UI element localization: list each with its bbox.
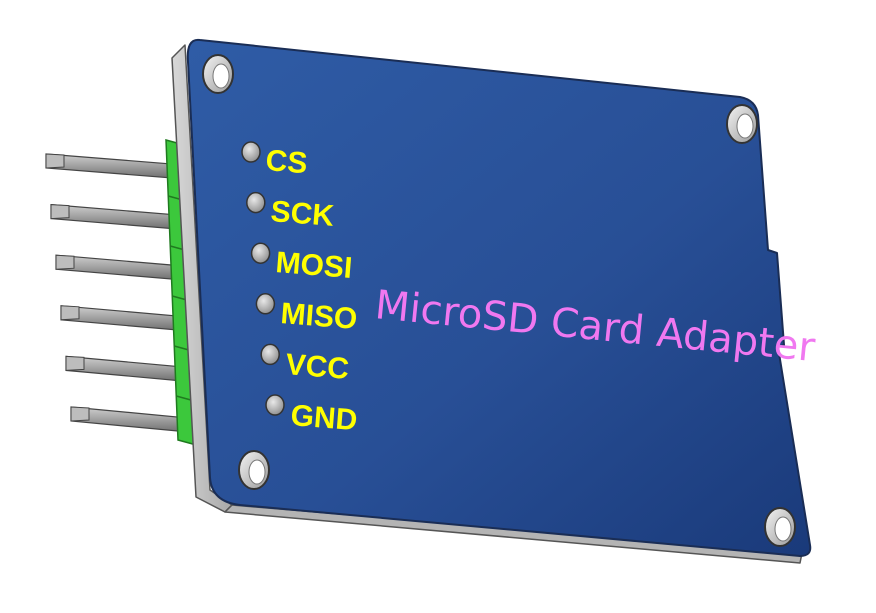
pin-pad bbox=[241, 141, 261, 163]
pcb-board bbox=[186, 38, 812, 557]
pin-pad bbox=[265, 394, 285, 416]
pin-pad bbox=[260, 343, 280, 366]
header-pin-tip bbox=[70, 406, 90, 422]
pin-labels: CS SCK MOSI MISO VCC GND bbox=[264, 144, 358, 437]
mounting-hole-top-left bbox=[202, 54, 234, 94]
header-pin-tip bbox=[65, 355, 85, 371]
pin-pad bbox=[250, 242, 271, 264]
mounting-hole-bottom-left bbox=[238, 450, 270, 490]
header-pin-tip bbox=[45, 153, 65, 169]
pin-pad bbox=[255, 293, 276, 315]
pin-label-cs: CS bbox=[264, 144, 308, 180]
mounting-hole-bottom-right bbox=[764, 507, 796, 547]
header-pin bbox=[45, 153, 173, 179]
header-pin bbox=[50, 203, 176, 230]
header-pin-tip bbox=[50, 204, 70, 220]
pin-pads bbox=[241, 141, 285, 416]
mounting-holes bbox=[202, 54, 796, 547]
pin-label-mosi: MOSI bbox=[274, 246, 353, 285]
mounting-hole-top-right bbox=[726, 104, 758, 144]
pin-label-sck: SCK bbox=[269, 195, 335, 233]
pin-pad bbox=[246, 191, 266, 214]
header-pin-tip bbox=[60, 305, 80, 321]
pin-label-gnd: GND bbox=[289, 399, 358, 437]
header-pin-tip bbox=[55, 254, 75, 270]
pin-label-vcc: VCC bbox=[284, 348, 350, 386]
header-pins bbox=[45, 153, 189, 433]
pin-label-miso: MISO bbox=[279, 297, 358, 336]
